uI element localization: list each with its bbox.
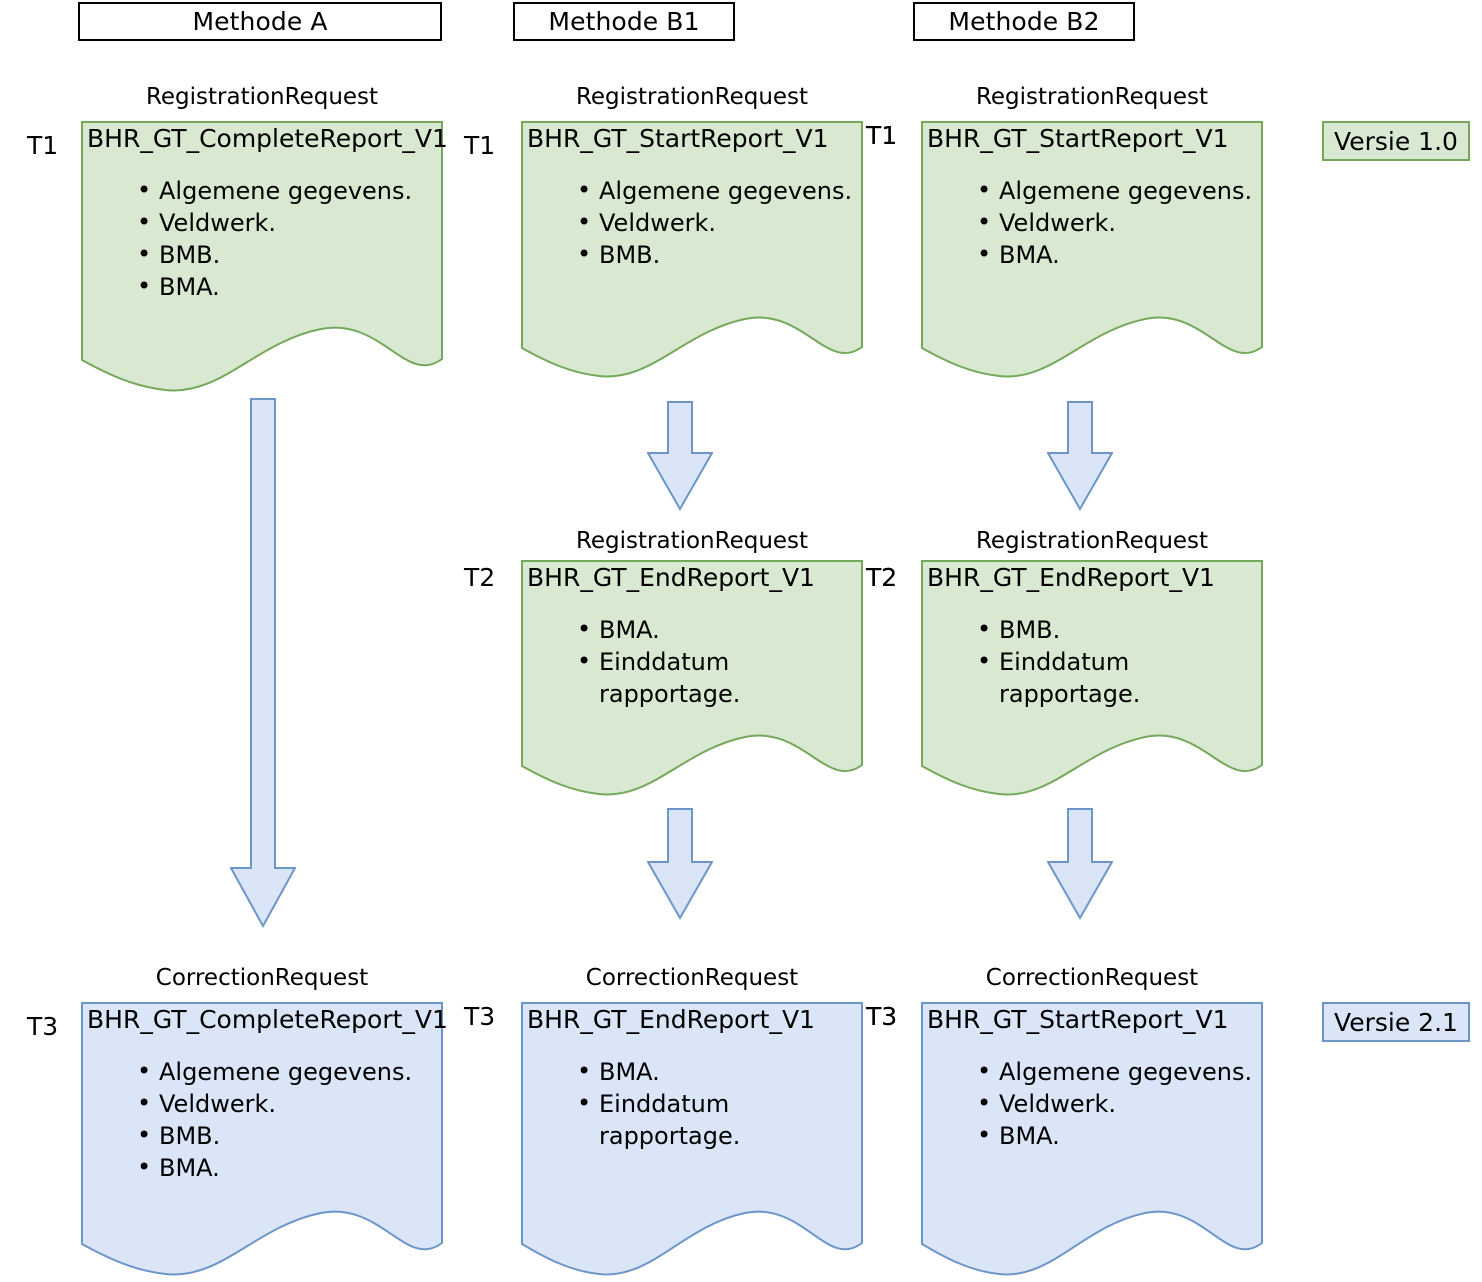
- list-item: BMB.: [119, 1119, 412, 1152]
- list-item: BMA.: [959, 238, 1252, 271]
- list-item: BMA.: [959, 1119, 1252, 1152]
- document-b2-t3[interactable]: BHR_GT_StartReport_V1 Algemene gegevens.…: [921, 1002, 1263, 1280]
- version-badge-2-1: Versie 2.1: [1322, 1002, 1470, 1042]
- document-items-a-t1: Algemene gegevens. Veldwerk. BMB. BMA.: [119, 174, 412, 304]
- list-item: BMB.: [119, 238, 412, 271]
- doc-caption-b1-t2: RegistrationRequest: [575, 528, 809, 554]
- document-items-a-t3: Algemene gegevens. Veldwerk. BMB. BMA.: [119, 1055, 412, 1185]
- time-label-right-b1-t2: T2: [866, 563, 898, 592]
- arrow-b1-t1-to-t2: [647, 401, 713, 511]
- list-item: BMA.: [119, 1151, 412, 1184]
- column-header-methode-a: Methode A: [78, 2, 442, 41]
- list-item: Veldwerk.: [559, 206, 852, 239]
- document-items-b1-t3: BMA. Einddatum rapportage.: [559, 1055, 789, 1152]
- list-item: Veldwerk.: [959, 1087, 1252, 1120]
- list-item: BMB.: [959, 613, 1189, 646]
- document-b1-t3[interactable]: BHR_GT_EndReport_V1 BMA. Einddatum rappo…: [521, 1002, 863, 1280]
- document-a-t3[interactable]: BHR_GT_CompleteReport_V1 Algemene gegeve…: [81, 1002, 448, 1280]
- document-name-b2-t2: BHR_GT_EndReport_V1: [927, 563, 1215, 592]
- list-item: Einddatum rapportage.: [559, 645, 789, 710]
- list-item: Einddatum rapportage.: [959, 645, 1189, 710]
- document-name-a-t3: BHR_GT_CompleteReport_V1: [87, 1005, 448, 1034]
- document-name-b1-t2: BHR_GT_EndReport_V1: [527, 563, 815, 592]
- list-item: Algemene gegevens.: [959, 1055, 1252, 1088]
- document-a-t1[interactable]: BHR_GT_CompleteReport_V1 Algemene gegeve…: [81, 121, 448, 396]
- document-items-b2-t3: Algemene gegevens. Veldwerk. BMA.: [959, 1055, 1252, 1152]
- document-b1-t1[interactable]: BHR_GT_StartReport_V1 Algemene gegevens.…: [521, 121, 863, 382]
- document-name-b2-t3: BHR_GT_StartReport_V1: [927, 1005, 1229, 1034]
- list-item: Veldwerk.: [119, 1087, 412, 1120]
- list-item: Algemene gegevens.: [559, 174, 852, 207]
- time-label-left-a-t1: T1: [27, 131, 59, 160]
- arrow-b2-t2-to-t3: [1047, 808, 1113, 920]
- time-label-b2-t2: T2: [866, 563, 898, 592]
- time-label-right-b1-t3: T3: [866, 1002, 898, 1031]
- time-label-left-a-t3: T3: [27, 1012, 59, 1041]
- document-b2-t1[interactable]: BHR_GT_StartReport_V1 Algemene gegevens.…: [921, 121, 1263, 382]
- time-label-b2-t3: T3: [866, 1002, 898, 1031]
- doc-caption-b1-t1: RegistrationRequest: [575, 84, 809, 110]
- time-label-left-b1-t1: T1: [464, 131, 496, 160]
- list-item: Algemene gegevens.: [959, 174, 1252, 207]
- document-b1-t2[interactable]: BHR_GT_EndReport_V1 BMA. Einddatum rappo…: [521, 560, 863, 800]
- list-item: Algemene gegevens.: [119, 174, 412, 207]
- document-name-a-t1: BHR_GT_CompleteReport_V1: [87, 124, 448, 153]
- doc-caption-a-t3: CorrectionRequest: [155, 965, 369, 991]
- doc-caption-b1-t3: CorrectionRequest: [585, 965, 799, 991]
- list-item: Algemene gegevens.: [119, 1055, 412, 1088]
- document-name-b1-t3: BHR_GT_EndReport_V1: [527, 1005, 815, 1034]
- document-items-b1-t2: BMA. Einddatum rapportage.: [559, 613, 789, 710]
- column-header-methode-b1: Methode B1: [513, 2, 735, 41]
- list-item: BMA.: [559, 1055, 789, 1088]
- doc-caption-b2-t3: CorrectionRequest: [985, 965, 1199, 991]
- list-item: Veldwerk.: [119, 206, 412, 239]
- document-items-b1-t1: Algemene gegevens. Veldwerk. BMB.: [559, 174, 852, 271]
- time-label-left-b1-t3: T3: [464, 1002, 496, 1031]
- list-item: Einddatum rapportage.: [559, 1087, 789, 1152]
- list-item: BMA.: [559, 613, 789, 646]
- document-name-b2-t1: BHR_GT_StartReport_V1: [927, 124, 1229, 153]
- list-item: Veldwerk.: [959, 206, 1252, 239]
- arrow-b1-t2-to-t3: [647, 808, 713, 920]
- column-header-methode-b2: Methode B2: [913, 2, 1135, 41]
- document-items-b2-t2: BMB. Einddatum rapportage.: [959, 613, 1189, 710]
- doc-caption-a-t1: RegistrationRequest: [145, 84, 379, 110]
- time-label-b2-t1: T1: [866, 121, 898, 150]
- document-name-b1-t1: BHR_GT_StartReport_V1: [527, 124, 829, 153]
- time-label-right-b1-t1: T1: [866, 121, 898, 150]
- list-item: BMA.: [119, 270, 412, 303]
- document-items-b2-t1: Algemene gegevens. Veldwerk. BMA.: [959, 174, 1252, 271]
- document-b2-t2[interactable]: BHR_GT_EndReport_V1 BMB. Einddatum rappo…: [921, 560, 1263, 800]
- arrow-a-t1-to-t3: [230, 398, 296, 928]
- time-label-left-b1-t2: T2: [464, 563, 496, 592]
- doc-caption-b2-t2: RegistrationRequest: [975, 528, 1209, 554]
- version-badge-1-0: Versie 1.0: [1322, 121, 1470, 161]
- arrow-b2-t1-to-t2: [1047, 401, 1113, 511]
- list-item: BMB.: [559, 238, 852, 271]
- doc-caption-b2-t1: RegistrationRequest: [975, 84, 1209, 110]
